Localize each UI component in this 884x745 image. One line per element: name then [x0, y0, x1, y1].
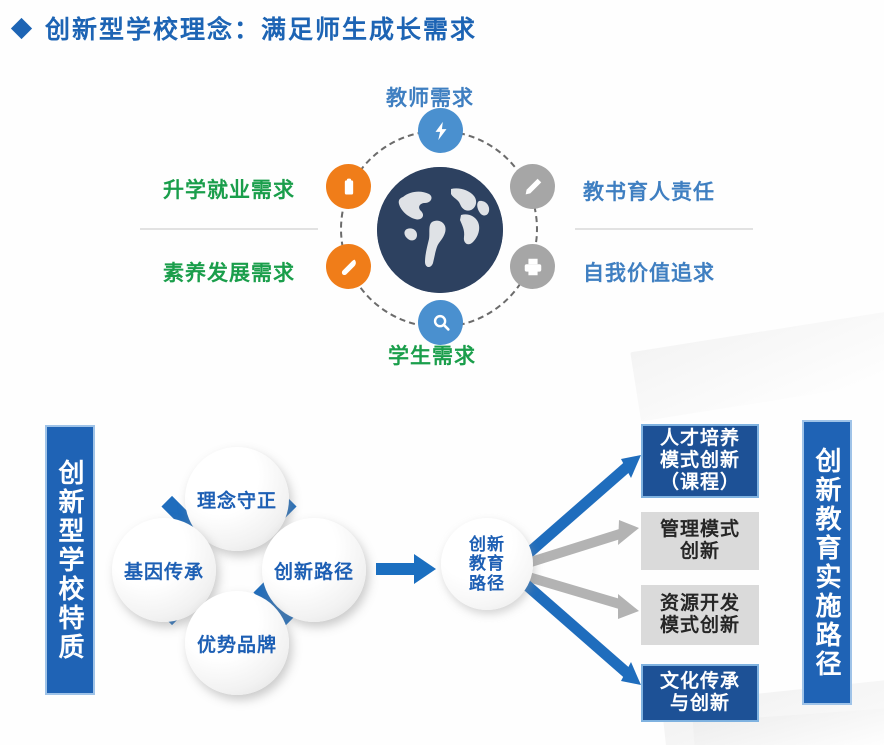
- outcome-2-line-1: 管理模式: [659, 519, 740, 541]
- arrow-to-outcome-4: [511, 570, 641, 685]
- arrow-to-outcome-3: [513, 568, 639, 619]
- outcome-box-2: 管理模式 创新: [641, 512, 759, 570]
- divider-right: [575, 228, 753, 230]
- diamond-icon: [10, 17, 33, 39]
- bubble-left: 基因传承: [112, 518, 216, 622]
- outcome-4-line-2: 与创新: [669, 693, 730, 714]
- upper-label-right-lower: 自我价值追求: [583, 262, 715, 285]
- outcome-box-3: 资源开发 模式创新: [641, 585, 759, 645]
- outcome-3-line-1: 资源开发: [659, 593, 740, 615]
- arrow-to-outcome-2: [513, 520, 639, 572]
- divider-left: [140, 228, 318, 230]
- outcome-1-line-3: （课程）: [659, 471, 740, 493]
- bubble-top: 理念守正: [185, 447, 289, 551]
- printer-icon: [510, 244, 555, 289]
- upper-label-bottom: 学生需求: [388, 345, 476, 368]
- outcome-4-line-1: 文化传承: [659, 671, 740, 693]
- outcome-box-4: 文化传承 与创新: [641, 664, 759, 722]
- bubble-right: 创新路径: [262, 518, 366, 622]
- upper-label-right-upper: 教书育人责任: [583, 181, 715, 204]
- hub-line-2: 教育: [469, 554, 505, 574]
- upper-label-left-upper: 升学就业需求: [163, 179, 295, 202]
- left-vertical-banner: 创新型学校特质: [45, 425, 95, 695]
- hub-line-1: 创新: [469, 535, 505, 555]
- hub-circle: 创新 教育 路径: [441, 518, 533, 610]
- hub-line-3: 路径: [469, 573, 505, 593]
- lightning-bolt-icon: [418, 108, 463, 153]
- bubble-bottom: 优势品牌: [185, 591, 289, 695]
- fan-arrows-group: [505, 415, 675, 715]
- right-arrow-icon: [376, 552, 438, 586]
- globe-icon: [377, 167, 503, 293]
- outcome-1-line-1: 人才培养: [659, 428, 740, 450]
- outcome-1-line-2: 模式创新: [659, 450, 740, 472]
- pencil-icon: [510, 164, 555, 209]
- page-title: 创新型学校理念：满足师生成长需求: [45, 16, 478, 44]
- search-icon: [418, 300, 463, 345]
- slide-title-row: 创新型学校理念：满足师生成长需求: [10, 10, 478, 46]
- clipboard-icon: [326, 164, 371, 209]
- arrow-to-outcome-1: [511, 455, 641, 570]
- right-vertical-banner: 创新教育实施路径: [802, 420, 852, 705]
- globe-orbit-diagram: [320, 108, 560, 350]
- outcome-3-line-2: 模式创新: [659, 615, 740, 636]
- outcome-box-1: 人才培养 模式创新 （课程）: [641, 424, 759, 498]
- decorative-wedge-top-right: [630, 308, 884, 422]
- wrench-icon: [326, 244, 371, 289]
- upper-label-left-lower: 素养发展需求: [163, 262, 295, 285]
- upper-label-top: 教师需求: [386, 87, 474, 110]
- outcome-2-line-2: 创新: [679, 541, 720, 562]
